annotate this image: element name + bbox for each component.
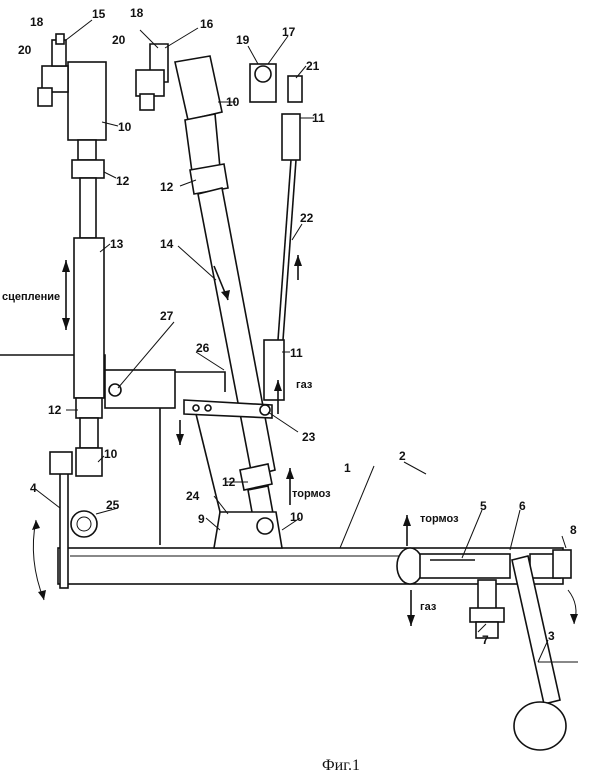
label-11b: 11	[290, 346, 303, 360]
label-20b: 20	[112, 33, 126, 47]
label-25: 25	[106, 498, 120, 512]
word-brake-mid: тормоз	[292, 488, 331, 500]
axle-2	[396, 547, 424, 585]
gas-actuator	[249, 63, 303, 414]
label-24: 24	[186, 489, 200, 503]
label-22: 22	[300, 211, 314, 225]
word-brake-right: тормоз	[420, 513, 459, 525]
clamp-plate-26	[0, 354, 226, 545]
bracket-21	[287, 75, 303, 103]
lever-4	[32, 451, 98, 601]
label-20a: 20	[18, 43, 32, 57]
fork-17	[249, 63, 277, 103]
coupling-12d	[239, 463, 273, 491]
label-5: 5	[480, 499, 487, 513]
label-18b: 18	[130, 6, 144, 20]
bolt-7	[477, 579, 497, 611]
label-15: 15	[92, 7, 106, 21]
swing-arrow-left	[32, 519, 45, 601]
figure-caption: Фиг.1	[322, 757, 360, 774]
cable-22	[277, 159, 292, 341]
label-10b: 10	[226, 95, 240, 109]
clamp-10d	[75, 447, 103, 477]
clamp-10a	[67, 61, 107, 141]
brake-actuator-14	[135, 43, 277, 535]
link-23	[176, 399, 294, 549]
label-14: 14	[160, 237, 174, 251]
label-10c: 10	[104, 447, 118, 461]
foot-pad	[513, 701, 567, 751]
label-8: 8	[570, 523, 577, 537]
coupling-12b	[75, 397, 103, 419]
label-12a: 12	[116, 174, 130, 188]
label-17: 17	[282, 25, 296, 39]
slider-5	[419, 553, 511, 579]
label-2: 2	[399, 449, 406, 463]
sleeve-11a	[281, 113, 301, 161]
label-10a: 10	[118, 120, 132, 134]
label-19: 19	[236, 33, 250, 47]
label-11a: 11	[312, 111, 325, 125]
label-13: 13	[110, 237, 124, 251]
roller-25	[70, 510, 98, 538]
cylinder-13	[73, 237, 105, 399]
clamp-10b	[174, 55, 223, 121]
word-clutch: сцепление	[2, 291, 60, 303]
coupling-12a	[71, 159, 105, 179]
arm-3	[403, 515, 578, 751]
label-18a: 18	[30, 15, 44, 29]
word-gas-bottom: газ	[420, 601, 437, 613]
label-9: 9	[198, 512, 205, 526]
pivot-27	[108, 383, 122, 397]
label-12d: 12	[222, 475, 236, 489]
label-1: 1	[344, 461, 351, 475]
label-4: 4	[30, 481, 37, 495]
leader-lines	[33, 19, 578, 663]
label-12b: 12	[160, 180, 174, 194]
label-26: 26	[196, 341, 210, 355]
label-12c: 12	[48, 403, 62, 417]
label-6: 6	[519, 499, 526, 513]
label-10d: 10	[290, 510, 304, 524]
label-21: 21	[306, 59, 320, 73]
bracket-20b	[135, 69, 165, 97]
hinge-8	[552, 549, 572, 579]
main-beam-1	[57, 547, 572, 585]
coupling-12c	[189, 163, 229, 195]
label-3: 3	[548, 629, 555, 643]
label-27: 27	[160, 309, 174, 323]
clutch-actuator	[37, 33, 107, 477]
word-gas-top: газ	[296, 379, 313, 391]
label-16: 16	[200, 17, 214, 31]
label-23: 23	[302, 430, 316, 444]
label-7: 7	[482, 633, 489, 647]
